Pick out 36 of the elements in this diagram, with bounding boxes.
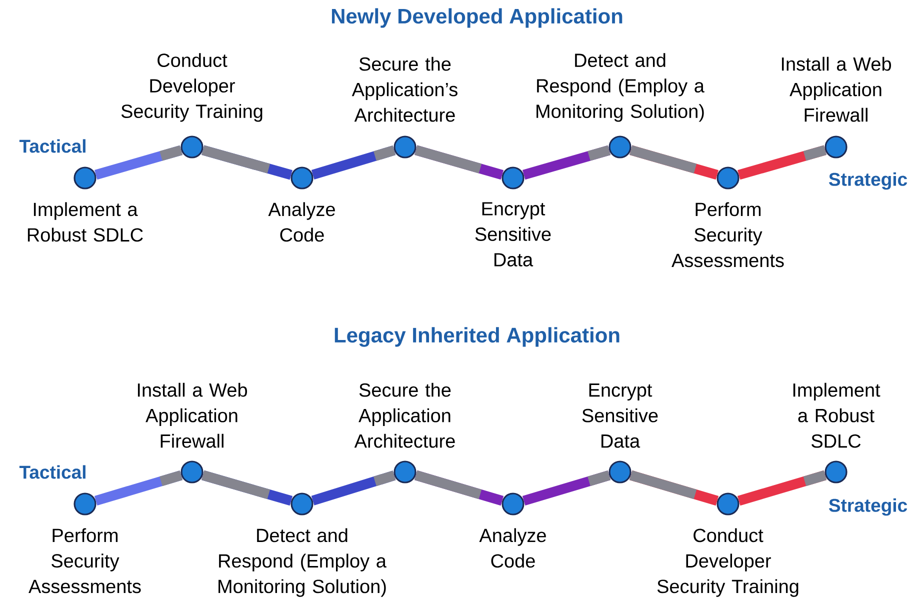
scale-label: Strategic <box>828 498 908 516</box>
scale-label: Strategic <box>828 172 908 190</box>
track-segment <box>629 470 719 506</box>
track-segment <box>629 145 719 180</box>
step-label: Install a Web Application Firewall <box>782 56 891 122</box>
track-segment <box>737 470 827 506</box>
track-segment <box>522 145 611 180</box>
step-label: Analyze Code <box>479 528 546 568</box>
track-segment <box>201 470 293 506</box>
step-label: Detect and Respond (Employ a Monitoring Solution) <box>218 528 386 597</box>
track-segment <box>737 145 827 180</box>
track-segment <box>522 470 611 506</box>
step-label: Analyze Code <box>268 202 335 242</box>
step-label: Conduct Developer Security Training <box>657 528 798 597</box>
step-label: Secure the Application’s Architecture <box>352 56 458 122</box>
step-label: Perform Security Assessments <box>672 202 784 268</box>
track-segment <box>94 145 183 180</box>
section-heading: Legacy Inherited Application <box>334 327 620 347</box>
step-label: Encrypt Sensitive Data <box>475 202 551 266</box>
step-label: Perform Security Assessments <box>28 528 141 594</box>
track-segment <box>414 145 504 180</box>
step-label: Install a Web Application Firewall <box>138 382 247 448</box>
track-segment <box>202 145 292 180</box>
step-label: Secure the Application Architecture <box>354 382 455 448</box>
scale-label: Tactical <box>19 139 86 153</box>
scale-label: Tactical <box>19 465 86 479</box>
track-segment <box>311 145 396 180</box>
track-segment <box>414 470 504 506</box>
step-label: Implement a Robust SDLC <box>28 202 143 242</box>
step-label: Encrypt Sensitive Data <box>582 384 658 448</box>
step-label: Conduct Developer Security Training <box>121 53 262 122</box>
section-heading: Newly Developed Application <box>332 8 622 28</box>
step-label: Detect and Respond (Employ a Monitoring Solution) <box>536 53 704 122</box>
track-segment <box>311 470 396 506</box>
step-label: Implement a Robust SDLC <box>793 382 880 448</box>
track-segment <box>94 470 183 506</box>
